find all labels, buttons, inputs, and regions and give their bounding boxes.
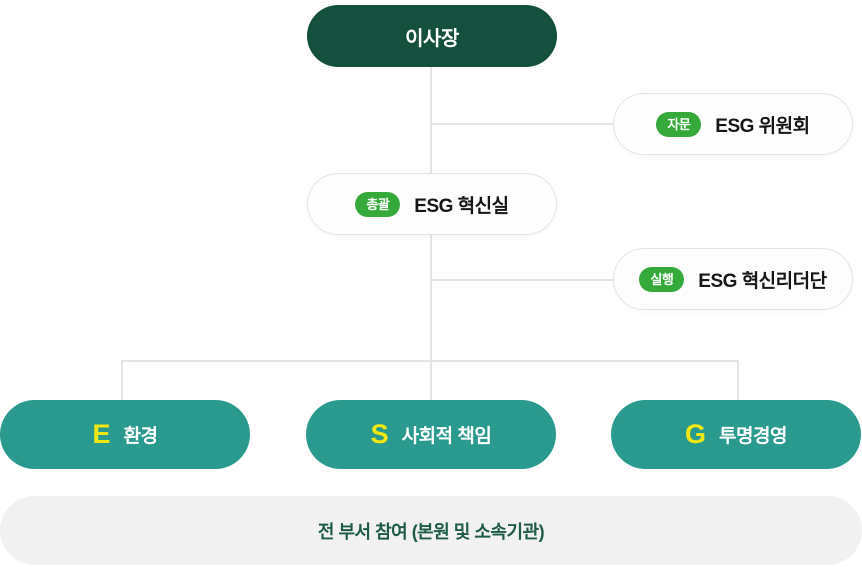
connector-to-execution [431,279,614,281]
execution-label: ESG 혁신리더단 [698,270,827,292]
control-badge: 총괄 [355,191,401,217]
pillar-social-letter: S [370,419,389,449]
execution-node: 실행 ESG 혁신리더단 [613,248,853,310]
connector-chairman-to-control [430,66,432,174]
participation-band: 전 부서 참여 (본원 및 소속기관) [0,496,862,565]
pillar-governance-label: 투명경영 [719,426,787,447]
execution-badge: 실행 [639,266,685,292]
pillar-governance-letter: G [685,419,707,449]
connector-drop-e [121,360,123,401]
pillar-environment-letter: E [92,419,111,449]
advisory-badge: 자문 [656,111,702,137]
connector-control-to-pillars [430,234,432,401]
control-node: 총괄 ESG 혁신실 [307,173,557,235]
pillar-social-label: 사회적 책임 [401,426,492,447]
connector-drop-g [737,360,739,401]
participation-label: 전 부서 참여 (본원 및 소속기관) [317,521,545,542]
connector-pillars-horizontal [121,360,739,362]
pillar-environment: E 환경 [0,400,250,469]
pillar-social: S 사회적 책임 [306,400,556,469]
advisory-node: 자문 ESG 위원회 [613,93,853,155]
advisory-label: ESG 위원회 [715,115,810,137]
connector-to-advisory [431,123,614,125]
control-label: ESG 혁신실 [414,195,509,217]
pillar-governance: G 투명경영 [611,400,861,469]
chairman-label: 이사장 [405,27,459,50]
pillar-environment-label: 환경 [123,426,158,447]
chairman-node: 이사장 [307,5,557,67]
